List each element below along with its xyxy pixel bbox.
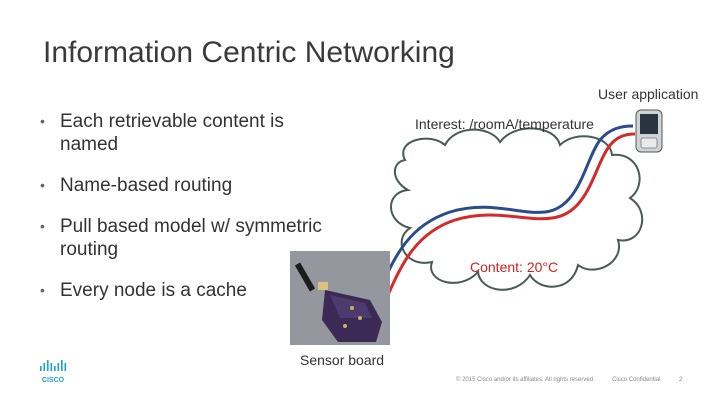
confidential-text: Cisco Confidential xyxy=(612,377,661,383)
bullet-item: • Every node is a cache xyxy=(40,279,340,302)
content-path xyxy=(386,132,636,296)
page-number: 2 xyxy=(679,377,683,383)
bullet-glyph: • xyxy=(40,282,45,298)
bullet-glyph: • xyxy=(40,218,45,234)
bullet-item: • Each retrievable content is named xyxy=(40,110,340,156)
phone-icon xyxy=(635,109,663,153)
bullet-text: Name-based routing xyxy=(60,175,233,196)
bullet-item: • Pull based model w/ symmetric routing xyxy=(40,215,340,261)
user-application-label: User application xyxy=(598,86,699,102)
bullet-text: Each retrievable content is named xyxy=(60,111,284,155)
copyright-text: © 2015 Cisco and/or its affiliates. All … xyxy=(456,377,595,383)
content-label: Content: 20°C xyxy=(470,259,559,275)
sensor-board-image xyxy=(290,251,390,345)
network-cloud xyxy=(390,127,644,291)
bullet-list: • Each retrievable content is named • Na… xyxy=(40,110,340,302)
cisco-logo: CISCO xyxy=(40,360,67,384)
footer-text: © 2015 Cisco and/or its affiliates. All … xyxy=(456,377,660,383)
bullet-text: Pull based model w/ symmetric routing xyxy=(60,216,322,260)
bullet-glyph: • xyxy=(40,177,45,193)
sensor-board-label: Sensor board xyxy=(300,352,385,368)
interest-path xyxy=(378,124,634,291)
bullet-glyph: • xyxy=(40,113,45,129)
bullet-text: Every node is a cache xyxy=(60,280,247,301)
bullet-item: • Name-based routing xyxy=(40,174,340,197)
slide-title: Information Centric Networking xyxy=(43,36,455,69)
interest-label: Interest: /roomA/temperature xyxy=(415,116,594,132)
cisco-logo-text: CISCO xyxy=(42,377,65,384)
